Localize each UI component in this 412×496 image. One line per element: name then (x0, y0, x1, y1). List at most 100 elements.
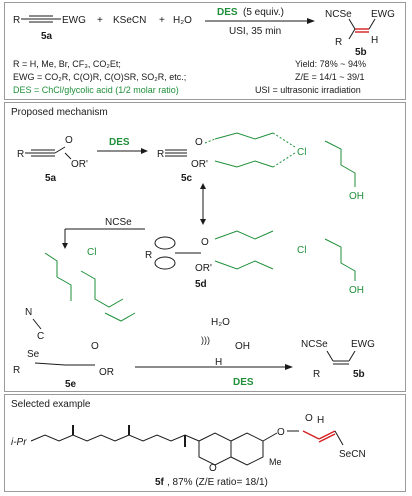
phytyl-chain (30, 434, 200, 442)
bond (368, 18, 376, 30)
des-arrow-label: DES (109, 137, 130, 148)
ring-oxygen: O (209, 463, 217, 474)
mech-5e-n: N (25, 307, 32, 318)
arrow-head (285, 364, 293, 370)
mech-5a-or: OR' (71, 159, 88, 170)
h-bond (204, 138, 216, 144)
glycolic-acid-bonds (214, 230, 274, 270)
p-orbital (154, 236, 176, 250)
ncse-nucleophile: NCSe (105, 217, 132, 228)
isopropyl-group: i-Pr (11, 437, 27, 448)
triple-bond (32, 318, 42, 330)
ester-oxygen: O (277, 427, 285, 438)
vinyl-double-bond (318, 433, 336, 443)
allene-bond (34, 362, 66, 366)
mech-label-5a: 5a (45, 173, 57, 184)
proton-label: H (215, 357, 222, 368)
usi-definition: USI = ultrasonic irradiation (255, 85, 361, 95)
choline-bonds (324, 140, 356, 187)
mech-5e-c: C (37, 331, 44, 342)
chromane-ring (198, 432, 232, 466)
reaction-panel: R EWG 5a + KSeCN + H₂O DES (5 equiv.) US… (4, 2, 406, 100)
des-condition: DES (217, 7, 238, 18)
example-yield: , 87% (Z/E ratio= 18/1) (167, 477, 268, 488)
product-ncse: NCSe (325, 9, 352, 20)
p-orbital (154, 256, 176, 270)
r-definition: R = H, Me, Br, CF₃, CO₂Et; (13, 59, 121, 69)
mech-5d-cl: Cl (297, 245, 306, 256)
selenocyanate-group: SeCN (339, 449, 366, 460)
mech-label-5c: 5c (181, 173, 193, 184)
reaction-scheme: R EWG 5a + KSeCN + H₂O DES (5 equiv.) US… (13, 7, 395, 95)
carbonyl-oxygen: O (305, 413, 313, 424)
benzene-ring (230, 432, 264, 466)
mech-5c-oh: OH (349, 191, 364, 202)
mech-5c-or: OR' (191, 159, 208, 170)
ewg-definition: EWG = CO₂R, C(O)R, C(O)SR, SO₂R, etc.; (13, 72, 186, 82)
example-label: 5f (155, 477, 165, 488)
label-5b: 5b (355, 47, 367, 58)
mech-5b-ewg: EWG (351, 339, 375, 350)
arrow-head (141, 148, 148, 154)
arrow-head (200, 183, 206, 189)
des-definition: DES = ChCl/glycolic acid (1/2 molar rati… (13, 85, 179, 95)
mechanism-scheme: Proposed mechanism R O OR' 5a DES R O OR… (11, 107, 375, 390)
product-h: H (371, 35, 378, 46)
des-regenerated: DES (233, 377, 254, 388)
plus-sign: + (159, 15, 165, 26)
mech-5e-o: O (91, 341, 99, 352)
mech-5a-o: O (65, 135, 73, 146)
reactant-ewg: EWG (62, 15, 86, 26)
mech-5c-o: O (195, 137, 203, 148)
mech-5d-or: OR' (195, 263, 212, 274)
arrow-head (200, 219, 206, 225)
example-panel: Selected example i-Pr O Me O O H SeCN 5f… (4, 394, 406, 492)
mechanism-panel: Proposed mechanism R O OR' 5a DES R O OR… (4, 102, 406, 392)
bond (326, 350, 334, 362)
vinyl-double-bond (318, 430, 336, 440)
example-scheme: Selected example i-Pr O Me O O H SeCN 5f… (11, 399, 366, 488)
mech-5e-or: OR (99, 367, 114, 378)
yield-range: Yield: 78% ~ 94% (295, 59, 366, 69)
water-reagent: H₂O (173, 15, 192, 26)
mech-5e-se: Se (27, 349, 40, 360)
choline-bonds (44, 252, 72, 301)
label-5a: 5a (41, 31, 53, 42)
mech-5b-r: R (313, 369, 320, 380)
ze-range: Z/E = 14/1 ~ 39/1 (295, 72, 365, 82)
mech-5c-cl: Cl (297, 147, 306, 158)
mech-label-5d: 5d (195, 279, 207, 290)
water-label: H₂O (211, 317, 230, 328)
mech-5d-oh: OH (349, 285, 364, 296)
mechanism-title: Proposed mechanism (11, 107, 108, 118)
methyl-label: Me (269, 457, 282, 467)
mech-5a-r: R (17, 149, 24, 160)
glycolic-acid-bonds (214, 132, 274, 168)
arrow-head (62, 243, 68, 249)
hydroxide-label: OH (235, 341, 250, 352)
mech-label-5e: 5e (65, 379, 77, 390)
des-equiv: (5 equiv.) (243, 7, 284, 18)
h-bond (272, 132, 296, 148)
vinyl-h: H (317, 415, 324, 426)
bond (54, 146, 66, 154)
example-title: Selected example (11, 399, 91, 410)
usi-condition: USI, 35 min (229, 26, 281, 37)
kseccn-reagent: KSeCN (113, 15, 146, 26)
choline-bonds (324, 238, 356, 281)
bond (348, 28, 356, 40)
vinyl-bond (302, 430, 320, 440)
mech-label-5b: 5b (353, 369, 365, 380)
mech-5d-r: R (145, 250, 152, 261)
mech-5b-ncse: NCSe (301, 339, 328, 350)
mech-5c-r: R (157, 149, 164, 160)
bond (348, 18, 356, 30)
reactant-r: R (13, 15, 20, 26)
bond (348, 350, 356, 362)
product-ewg: EWG (371, 9, 395, 20)
ultrasound-icon: ))) (201, 335, 210, 345)
ester-bond (262, 432, 278, 442)
mech-5d-o: O (201, 237, 209, 248)
glycolic-acid-bonds (80, 270, 136, 322)
